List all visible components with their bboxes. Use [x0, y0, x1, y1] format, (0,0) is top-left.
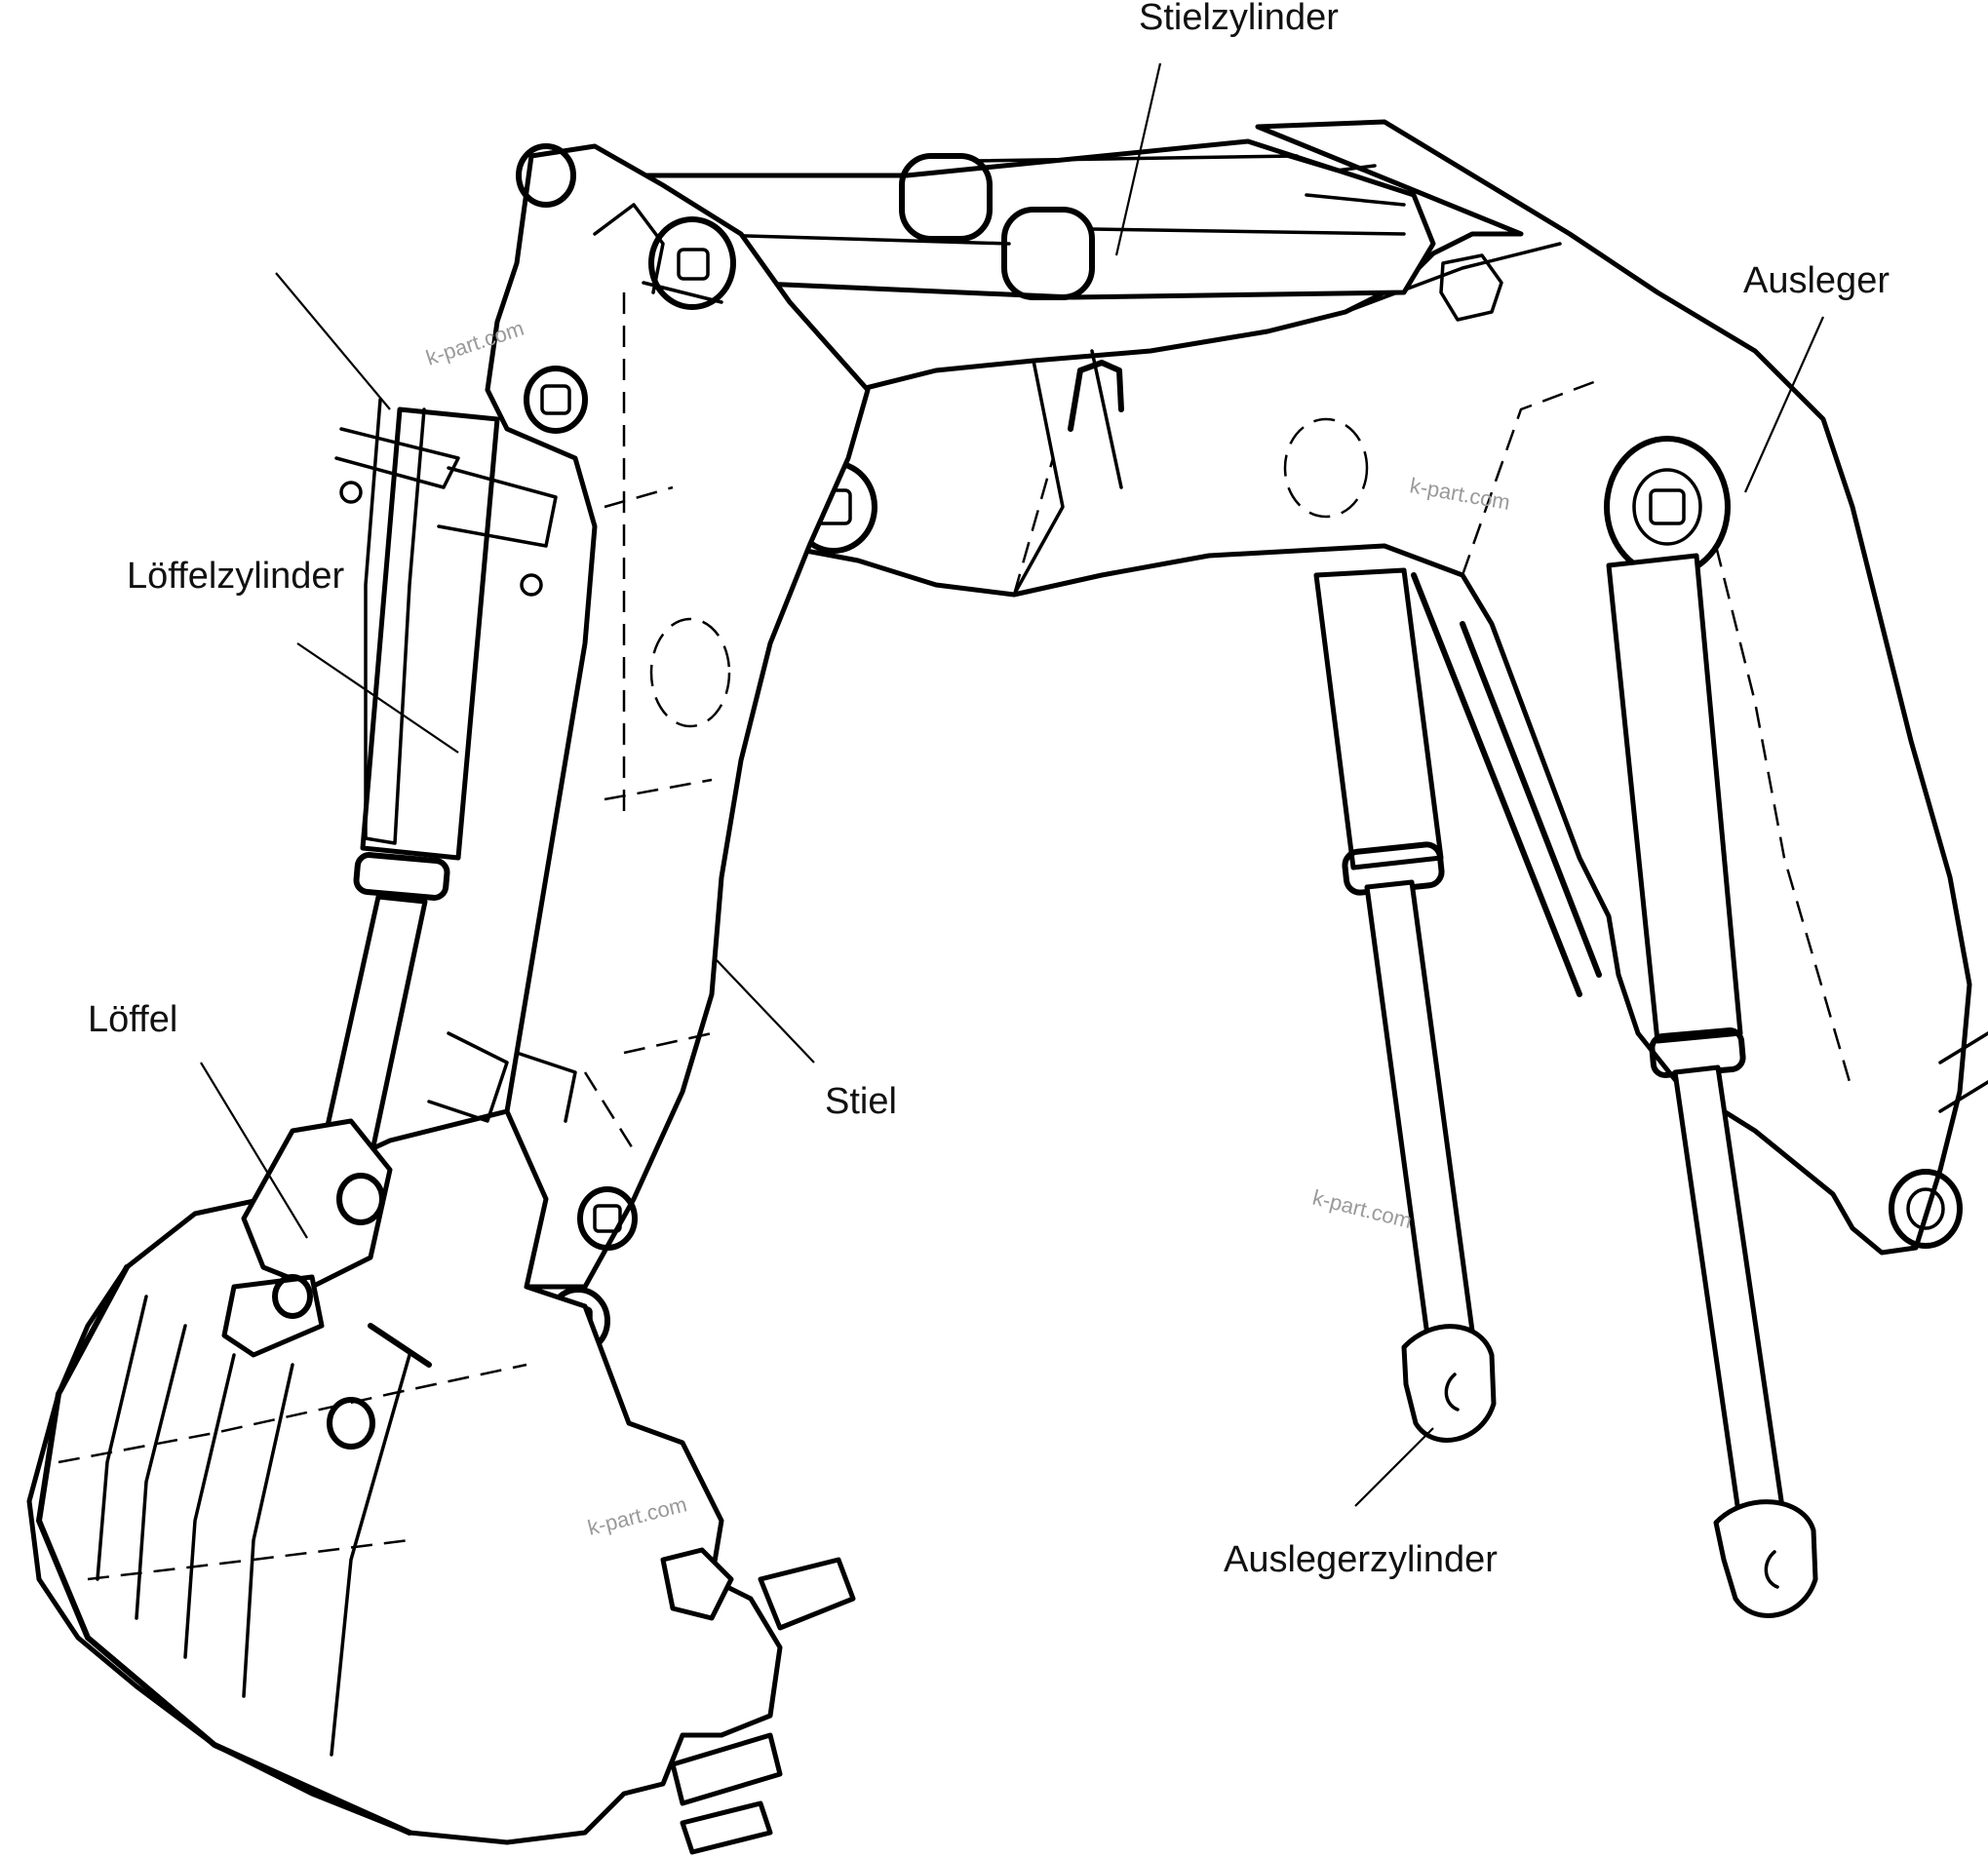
label-stielzylinder: Stielzylinder: [1139, 0, 1339, 38]
watermark: k-part.com: [1310, 1185, 1415, 1233]
label-stiel: Stiel: [825, 1081, 897, 1122]
leader-loeffel: [200, 1062, 308, 1239]
leader-top-left: [275, 272, 391, 410]
label-loeffelzylinder: Löffelzylinder: [127, 556, 345, 597]
bucket-cylinder: [319, 398, 558, 1163]
bucket: [26, 1031, 856, 1855]
leader-ausleger: [1743, 316, 1825, 493]
arm: [485, 143, 871, 1355]
label-loeffel: Löffel: [88, 999, 177, 1040]
label-auslegerzylinder: Auslegerzylinder: [1224, 1539, 1498, 1580]
leader-stiel: [716, 959, 815, 1064]
leader-loeffelzylinder: [296, 642, 459, 754]
leader-auslegerzylinder: [1354, 1427, 1434, 1507]
boom-cylinders: [1313, 553, 1818, 1618]
leader-stielzylinder: [1114, 62, 1162, 256]
label-ausleger: Ausleger: [1743, 260, 1890, 301]
